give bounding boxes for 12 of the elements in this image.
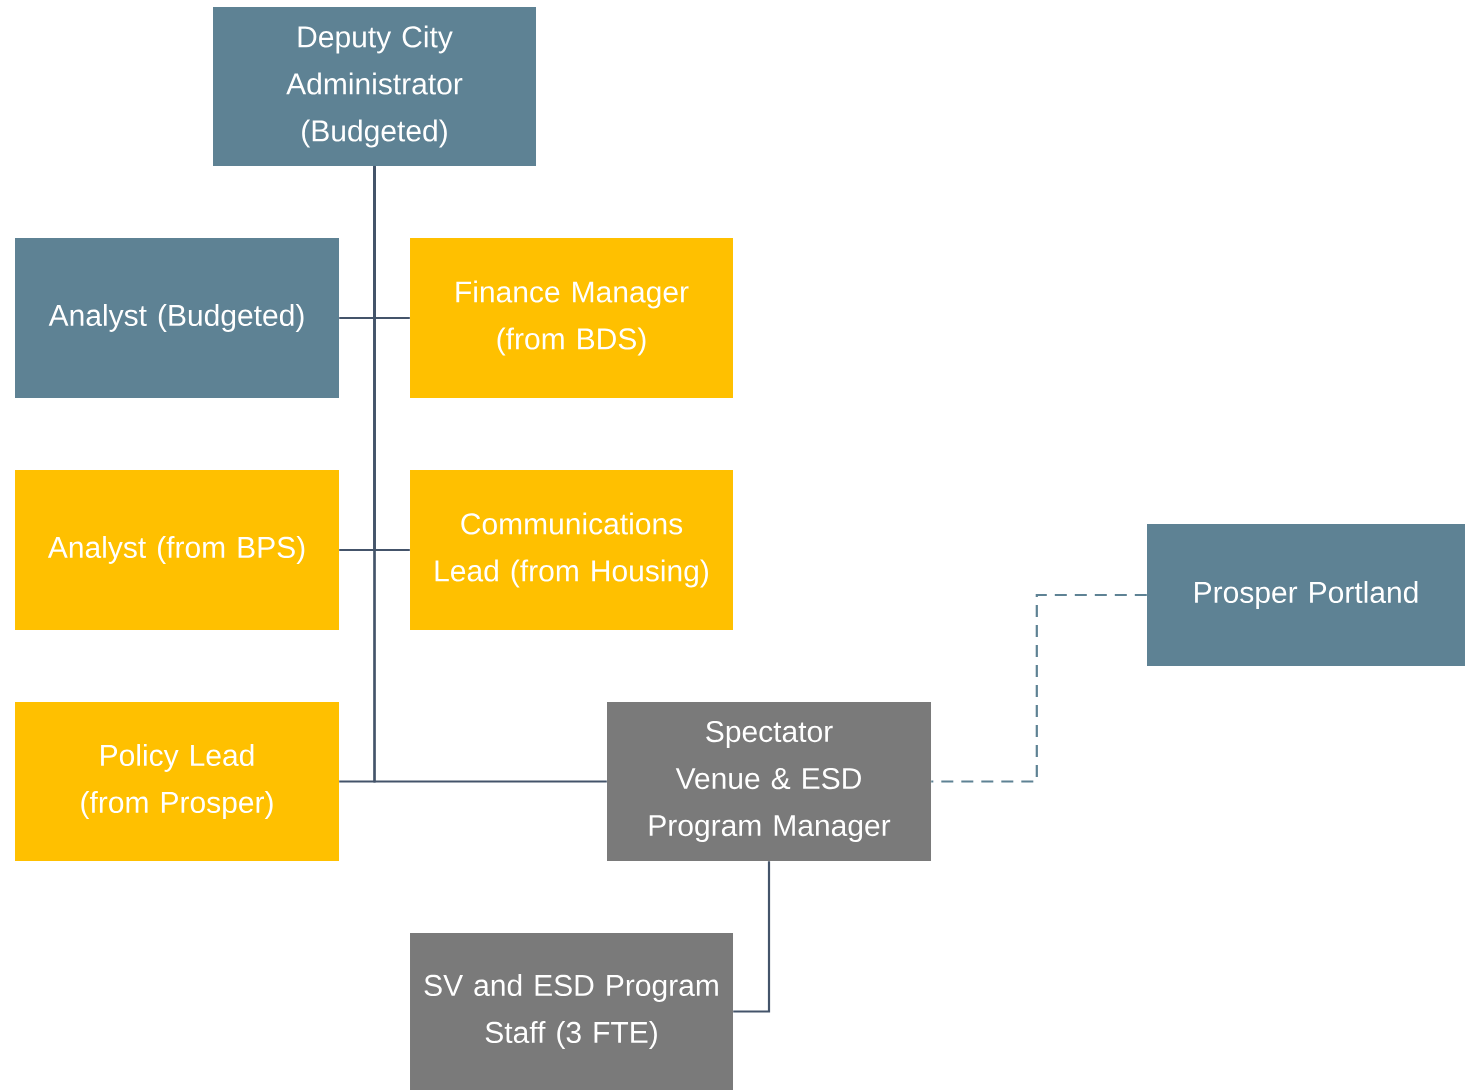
org-box: Finance Manager (from BDS) — [410, 238, 733, 398]
org-box: Policy Lead (from Prosper) — [15, 702, 339, 861]
org-box: Deputy City Administrator (Budgeted) — [213, 7, 536, 166]
org-box: SV and ESD Program Staff (3 FTE) — [410, 933, 733, 1090]
org-box: Analyst (from BPS) — [15, 470, 339, 630]
connector-line — [931, 593, 1147, 783]
org-box: Analyst (Budgeted) — [15, 238, 339, 398]
connector-line — [733, 861, 771, 1013]
org-box: Communications Lead (from Housing) — [410, 470, 733, 630]
org-box: Prosper Portland — [1147, 524, 1465, 666]
org-box: Spectator Venue & ESD Program Manager — [607, 702, 931, 861]
connector-line — [373, 166, 607, 783]
